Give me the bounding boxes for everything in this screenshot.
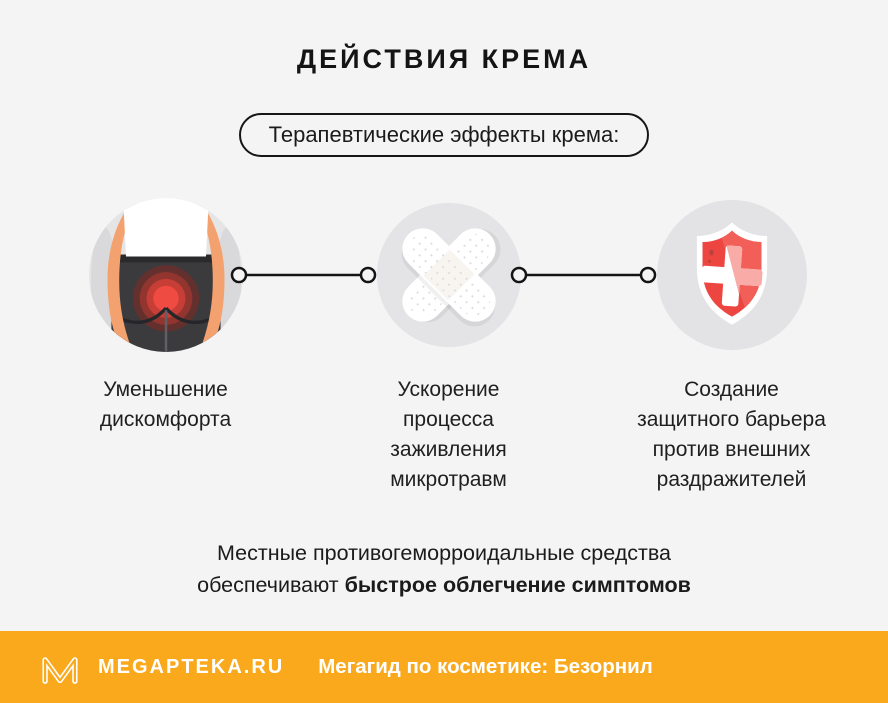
effect-label-healing: Ускорение процесса заживления микротравм: [390, 378, 507, 491]
effect-column-healing: [307, 197, 590, 353]
effect-label-discomfort: Уменьшение дискомфорта: [99, 378, 232, 431]
badge-container: Терапевтические эффекты крема:: [0, 113, 888, 157]
effects-icon-row: [0, 197, 888, 353]
summary-note-line2: обеспечивают быстрое облегчение симптомо…: [197, 573, 691, 597]
effect-label-barrier: Создание защитного барьера против внешни…: [637, 378, 826, 491]
megapteka-logo-icon: [42, 657, 78, 684]
crossed-bandages-icon: [376, 202, 521, 348]
summary-note: Местные противогеморроидальные средства …: [0, 537, 888, 601]
footer-tagline: Мегагид по косметике: Безорнил: [318, 655, 653, 678]
summary-note-bold: быстрое облегчение симптомов: [344, 573, 691, 597]
buttocks-pain-icon: [88, 197, 243, 353]
effects-label-row: Уменьшение дискомфорта Ускорение процесс…: [0, 375, 888, 495]
effect-column-barrier: [590, 197, 873, 353]
summary-note-line1: Местные противогеморроидальные средства: [217, 541, 671, 565]
footer-brand: MEGAPTEKA.RU: [98, 655, 285, 678]
effect-column-discomfort: [24, 197, 307, 353]
footer-bar: MEGAPTEKA.RU Мегагид по косметике: Безор…: [0, 631, 888, 703]
page-title: ДЕЙСТВИЯ КРЕМА: [296, 44, 592, 74]
therapeutic-effects-badge: Терапевтические эффекты крема:: [238, 113, 650, 157]
shield-cross-icon: [656, 199, 807, 351]
